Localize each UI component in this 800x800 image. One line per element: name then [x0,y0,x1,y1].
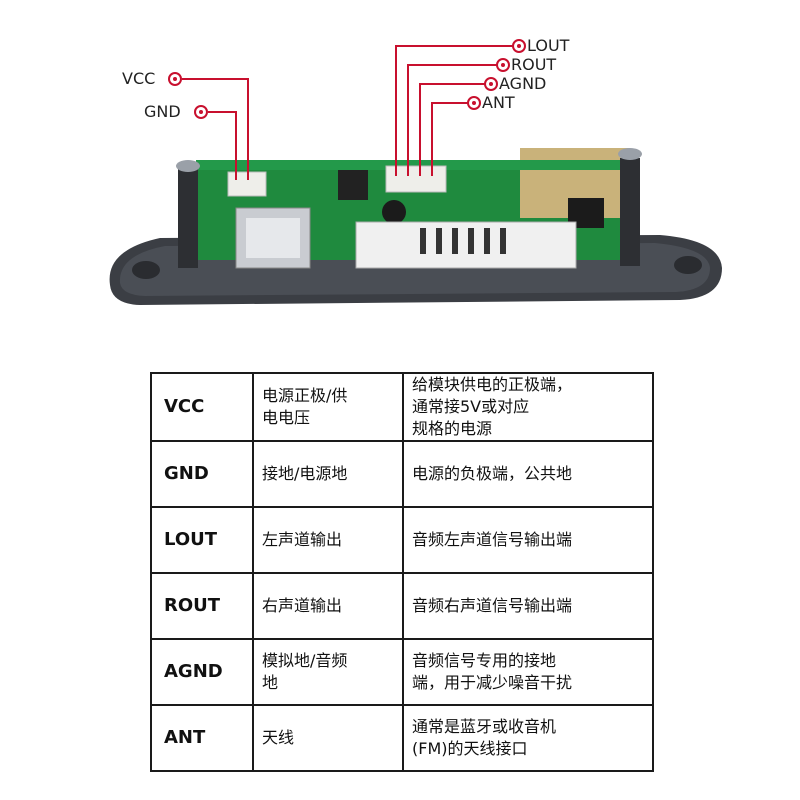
mounting-post-left [178,168,198,268]
pin-label-lout: LOUT [527,36,570,55]
pin-label-gnd: GND [144,102,181,121]
pin-name-cell: ANT [150,704,254,772]
pin-description-cell: 通常是蓝牙或收音机 (FM)的天线接口 [402,704,654,772]
table-row: ROUT 右声道输出 音频右声道信号输出端 [150,572,654,640]
pin-label-rout: ROUT [511,55,557,74]
table-row: VCC 电源正极/供 电电压 给模块供电的正极端， 通常接5V或对应 规格的电源 [150,372,654,442]
pin-function-cell: 电源正极/供 电电压 [252,372,404,442]
pin-function-cell: 左声道输出 [252,506,404,574]
pin-label-vcc: VCC [122,69,156,88]
pin-description-cell: 给模块供电的正极端， 通常接5V或对应 规格的电源 [402,372,654,442]
display-window [355,221,577,269]
power-connector [227,171,267,197]
screw-left [176,160,200,172]
pin-description-cell: 音频信号专用的接地 端，用于减少噪音干扰 [402,638,654,706]
pin-function-cell: 右声道输出 [252,572,404,640]
capacitor [382,200,406,224]
table-row: LOUT 左声道输出 音频左声道信号输出端 [150,506,654,574]
pin-function-cell: 模拟地/音频 地 [252,638,404,706]
pin-pointer-lines [182,45,513,180]
pin-name-cell: GND [150,440,254,508]
pin-function-table: VCC 电源正极/供 电电压 给模块供电的正极端， 通常接5V或对应 规格的电源… [150,372,654,772]
screw-right [618,148,642,160]
mounting-post-right [620,158,640,266]
pin-label-agnd: AGND [499,74,547,93]
table-row: AGND 模拟地/音频 地 音频信号专用的接地 端，用于减少噪音干扰 [150,638,654,706]
pin-description-cell: 音频左声道信号输出端 [402,506,654,574]
table-row: ANT 天线 通常是蓝牙或收音机 (FM)的天线接口 [150,704,654,772]
screw-hole-right [674,256,702,274]
table-row: GND 接地/电源地 电源的负极端，公共地 [150,440,654,508]
pin-name-cell: AGND [150,638,254,706]
pin-function-cell: 天线 [252,704,404,772]
pin-description-cell: 电源的负极端，公共地 [402,440,654,508]
pin-name-cell: VCC [150,372,254,442]
pin-name-cell: ROUT [150,572,254,640]
pin-label-ant: ANT [482,93,515,112]
screw-hole-left [132,261,160,279]
pin-name-cell: LOUT [150,506,254,574]
module-board-illustration [109,39,723,305]
regulator-chip [338,170,368,200]
pin-function-cell: 接地/电源地 [252,440,404,508]
pin-description-cell: 音频右声道信号输出端 [402,572,654,640]
